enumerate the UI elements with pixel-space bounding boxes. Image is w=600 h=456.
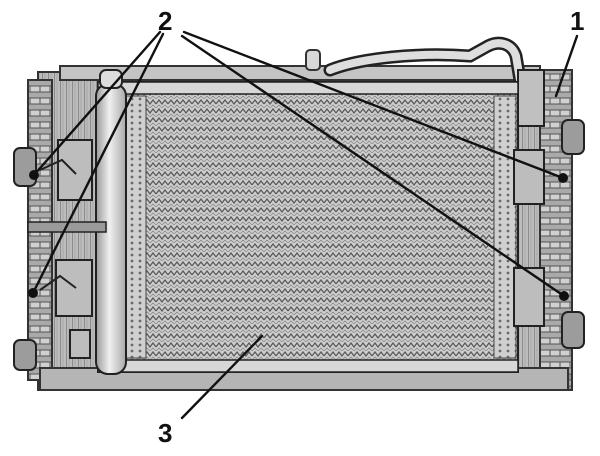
leader-line-1 — [554, 34, 579, 98]
condenser-core — [97, 81, 519, 373]
callout-label-2: 2 — [158, 6, 172, 36]
leader-line-2a — [32, 30, 162, 177]
callout-label-1: 1 — [570, 6, 584, 36]
frame-mounting-tabs — [13, 119, 585, 371]
leader-line-2d — [180, 34, 566, 298]
receiver-drier — [69, 69, 127, 375]
leader-lines — [31, 30, 579, 420]
right-bracket-assembly — [513, 149, 545, 327]
leader-line-2b — [31, 32, 165, 295]
callout-label-3: 3 — [158, 418, 172, 448]
leader-line-3 — [180, 334, 264, 420]
leader-line-2c — [182, 30, 565, 180]
